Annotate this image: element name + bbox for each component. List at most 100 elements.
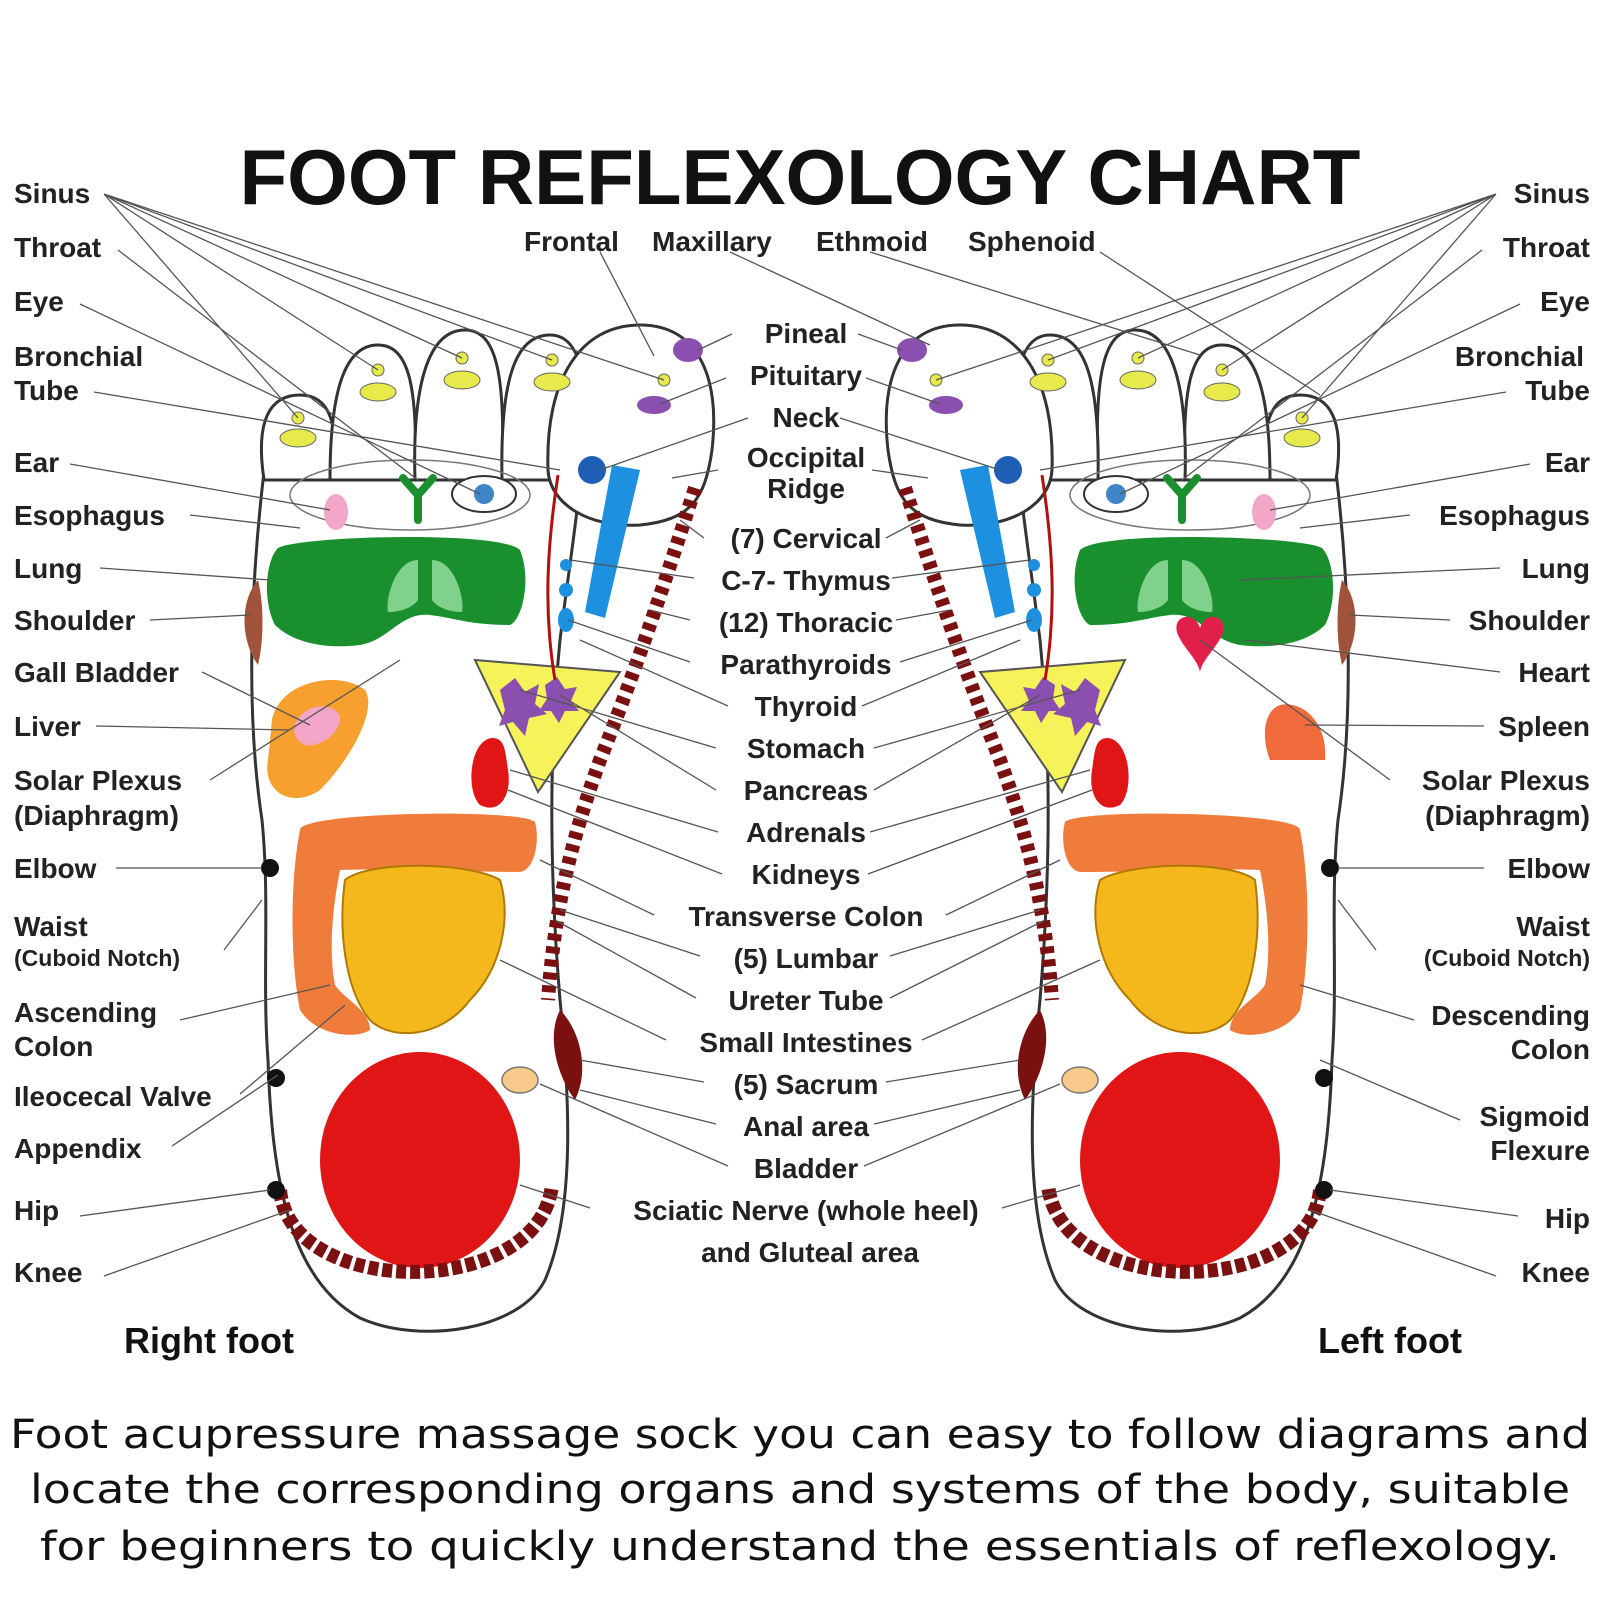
- center-label-cervical: (7) Cervical: [731, 523, 882, 554]
- left-foot-labels: Sinus Throat Eye Bronchial Tube Ear Esop…: [1318, 178, 1590, 1361]
- right-label-shoulder: Shoulder: [14, 605, 135, 636]
- right-label-bronchial: Bronchial: [14, 341, 143, 372]
- left-foot-caption: Left foot: [1318, 1320, 1462, 1361]
- right-bladder: [501, 1066, 539, 1094]
- left-label-bronchial: Bronchial: [1455, 341, 1584, 372]
- left-label-sinus: Sinus: [1514, 178, 1590, 209]
- right-label-sinus: Sinus: [14, 178, 90, 209]
- left-label-spleen: Spleen: [1498, 711, 1590, 742]
- right-label-ascending: Ascending: [14, 997, 157, 1028]
- left-hip-point: [1315, 1181, 1333, 1199]
- right-eye-zone: [289, 459, 531, 531]
- description-block: Foot acupressure massage sock you can ea…: [10, 1412, 1590, 1570]
- left-descending-colon: [1063, 813, 1308, 1035]
- left-adrenals-icon: [1021, 677, 1061, 723]
- right-lung-right-icon: [432, 560, 463, 612]
- left-vertical-red-line: [1040, 474, 1054, 681]
- right-throat-icon: [399, 474, 437, 524]
- left-label-waist: Waist: [1516, 911, 1590, 942]
- center-label-pituitary: Pituitary: [750, 360, 862, 391]
- left-label-shoulder: Shoulder: [1469, 605, 1590, 636]
- left-sciatic-arc: [1041, 1183, 1327, 1279]
- right-foot-labels: Sinus Throat Eye Bronchial Tube Ear Esop…: [14, 178, 294, 1361]
- left-heart-icon: [1176, 616, 1224, 672]
- right-label-throat: Throat: [14, 232, 101, 263]
- right-small-intestines: [341, 864, 506, 1035]
- left-label-knee: Knee: [1522, 1257, 1590, 1288]
- center-label-thyroid: Thyroid: [755, 691, 858, 722]
- sinus-maxillary-label: Maxillary: [652, 226, 772, 257]
- right-foot-drawing: [244, 323, 716, 1333]
- center-label-sciatic-nerve: Sciatic Nerve (whole heel): [633, 1195, 978, 1226]
- center-label-thoracic: (12) Thoracic: [719, 607, 893, 638]
- left-label-throat: Throat: [1503, 232, 1590, 263]
- left-ear-point: [1252, 494, 1276, 530]
- sinus-parts: Frontal Maxillary Ethmoid Sphenoid: [524, 226, 1096, 257]
- right-sacrum: [553, 1010, 583, 1100]
- right-ascending-colon: [292, 813, 537, 1035]
- sinus-ethmoid-label: Ethmoid: [816, 226, 928, 257]
- right-label-gall-bladder: Gall Bladder: [14, 657, 179, 688]
- center-label-thymus: C-7- Thymus: [721, 565, 891, 596]
- center-label-ureter-tube: Ureter Tube: [728, 985, 883, 1016]
- center-label-ridge: Ridge: [767, 473, 845, 504]
- right-gall-bladder: [294, 706, 341, 746]
- left-neck-point: [994, 456, 1022, 484]
- leader-lines: [69, 193, 1531, 1277]
- left-knee-point: [1315, 1069, 1333, 1087]
- right-label-lung: Lung: [14, 553, 82, 584]
- right-label-liver: Liver: [14, 711, 81, 742]
- left-heel-zone: [1080, 1052, 1280, 1268]
- right-label-knee: Knee: [14, 1257, 82, 1288]
- right-label-hip: Hip: [14, 1195, 59, 1226]
- right-label-appendix: Appendix: [14, 1133, 142, 1164]
- right-label-tube: Tube: [14, 375, 79, 406]
- right-label-diaphragm: (Diaphragm): [14, 800, 179, 831]
- center-label-parathyroids: Parathyroids: [720, 649, 891, 680]
- left-foot-drawing: [884, 323, 1356, 1333]
- left-label-esophagus: Esophagus: [1439, 500, 1590, 531]
- left-eye-zone: [1069, 459, 1311, 531]
- right-label-eye: Eye: [14, 286, 64, 317]
- center-label-occipital: Occipital: [747, 442, 865, 473]
- left-stomach-icon: [1053, 678, 1101, 736]
- left-spinal-bar: [960, 465, 1015, 618]
- left-lung-left-icon: [1182, 560, 1213, 612]
- right-shoulder-point: [244, 580, 263, 665]
- center-label-transverse-colon: Transverse Colon: [689, 901, 924, 932]
- right-knee-point: [267, 1069, 285, 1087]
- right-pituitary-point: [637, 396, 671, 414]
- description-line-3: for beginners to quickly understand the …: [40, 1524, 1560, 1570]
- right-elbow-point: [261, 859, 279, 877]
- right-label-ileocecal-valve: Ileocecal Valve: [14, 1081, 212, 1112]
- left-label-solar-plexus: Solar Plexus: [1422, 765, 1590, 796]
- left-label-heart: Heart: [1518, 657, 1590, 688]
- right-stomach-icon: [499, 678, 547, 736]
- right-adrenals-icon: [539, 677, 579, 723]
- right-spine: [541, 485, 702, 1001]
- left-small-intestines: [1094, 864, 1259, 1035]
- center-label-anal-area: Anal area: [743, 1111, 869, 1142]
- left-thymus-dots: [1026, 559, 1042, 632]
- right-sinus-points: [279, 351, 671, 448]
- left-kidney: [1091, 738, 1129, 808]
- right-label-waist: Waist: [14, 911, 88, 942]
- right-kidney: [471, 738, 509, 808]
- right-foot-caption: Right foot: [124, 1320, 294, 1361]
- center-label-neck: Neck: [773, 402, 840, 433]
- left-shoulder-point: [1337, 580, 1356, 665]
- center-label-stomach: Stomach: [747, 733, 865, 764]
- description-line-2: locate the corresponding organs and syst…: [30, 1467, 1570, 1513]
- left-label-ear: Ear: [1545, 447, 1590, 478]
- left-label-flexure: Flexure: [1490, 1135, 1590, 1166]
- left-label-lung: Lung: [1522, 553, 1590, 584]
- center-label-small-intestines: Small Intestines: [699, 1027, 912, 1058]
- right-label-elbow: Elbow: [14, 853, 97, 884]
- right-spinal-bar: [585, 465, 640, 618]
- chart-title: FOOT REFLEXOLOGY CHART: [240, 133, 1361, 221]
- center-labels: Pineal Pituitary Neck Occipital Ridge (7…: [633, 318, 978, 1268]
- right-label-colon: Colon: [14, 1031, 93, 1062]
- left-label-cuboid-notch: (Cuboid Notch): [1424, 945, 1590, 971]
